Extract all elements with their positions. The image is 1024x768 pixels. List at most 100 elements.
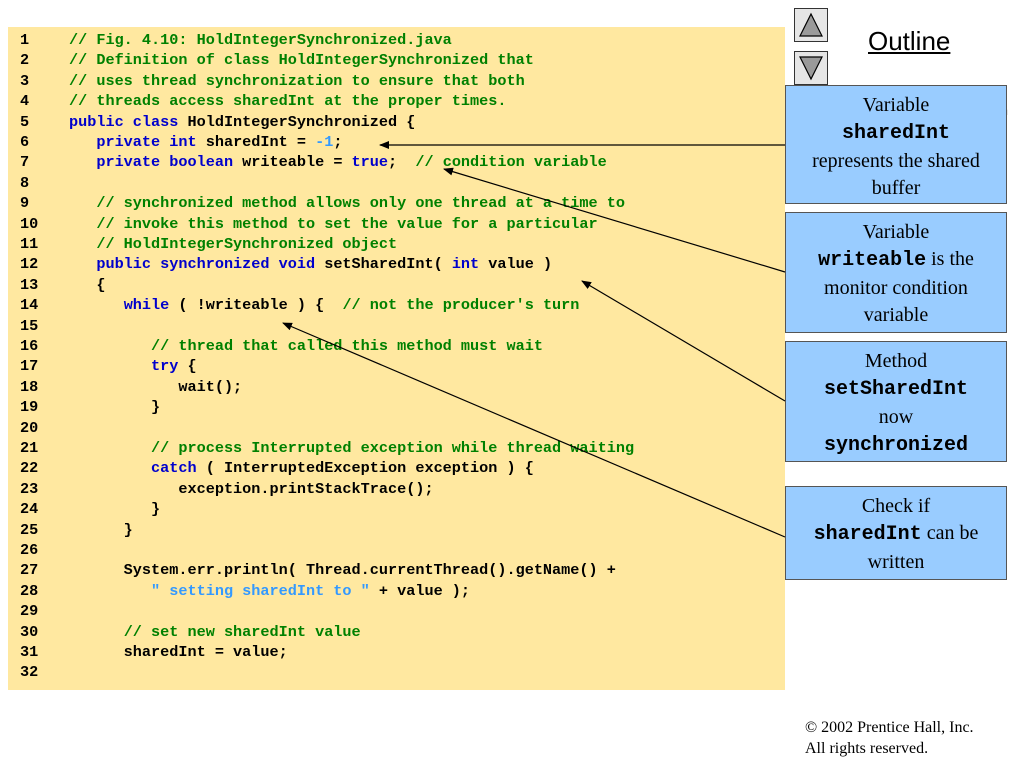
code-token-plain: System.err.println( Thread.currentThread…	[69, 561, 616, 580]
code-token-string: " setting sharedInt to "	[151, 581, 370, 600]
arrow-to-setsharedint	[581, 280, 786, 402]
code-token-plain: ( InterruptedException exception ) {	[196, 459, 534, 478]
code-token-comment: // synchronized method allows only one t…	[96, 194, 625, 213]
code-token-keyword: try	[151, 357, 179, 376]
code-token-plain: {	[178, 357, 197, 376]
code-token-comment: // HoldIntegerSynchronized object	[96, 235, 398, 253]
code-token-plain: sharedInt = value;	[69, 643, 288, 661]
code-text: // Definition of class HoldIntegerSynchr…	[69, 50, 534, 70]
arrow-to-while	[282, 322, 786, 538]
line-number: 10	[20, 214, 39, 233]
code-text: // HoldIntegerSynchronized object	[69, 234, 397, 254]
line-number: 3	[20, 71, 30, 90]
code-token-comment: // Fig. 4.10: HoldIntegerSynchronized.ja…	[69, 31, 452, 49]
code-text: }	[69, 397, 160, 417]
callout-code-term: synchronized	[823, 434, 969, 458]
code-text: exception.printStackTrace();	[69, 479, 433, 499]
callout-sharedint: Variable sharedInt represents the shared bu…	[785, 85, 1007, 204]
code-text: // thread that called this method must w…	[69, 336, 543, 356]
callout-code-term: writeable	[818, 249, 927, 273]
line-number: 17	[20, 357, 39, 376]
code-text: // process Interrupted exception while t…	[69, 438, 634, 458]
code-token-plain: ( !writeable ) {	[169, 296, 343, 315]
code-text: // invoke this method to set the value f…	[69, 214, 597, 234]
code-token-keyword: public class	[69, 112, 179, 131]
code-text: {	[69, 275, 105, 295]
code-token-number: -1	[315, 133, 334, 151]
callout-text: Variable	[862, 94, 930, 116]
callout-text: Method	[864, 350, 928, 372]
line-number: 1	[20, 31, 30, 49]
code-token-comment: // uses thread synchronization to ensure…	[69, 71, 525, 90]
code-token-plain: setSharedInt(	[315, 255, 452, 274]
code-text: public synchronized void setSharedInt( i…	[69, 254, 552, 274]
outline-link[interactable]: Outline	[868, 26, 951, 56]
arrow-to-writeable	[443, 167, 786, 273]
code-token-plain: }	[69, 520, 133, 539]
line-number: 29	[20, 602, 39, 621]
callout-text: buffer	[871, 177, 921, 200]
line-number: 20	[20, 418, 39, 437]
line-number: 18	[20, 377, 39, 396]
line-number: 26	[20, 541, 39, 559]
code-text: // synchronized method allows only one t…	[69, 193, 625, 213]
code-text: wait();	[69, 377, 242, 397]
line-number: 14	[20, 296, 39, 315]
code-text: }	[69, 499, 160, 519]
code-token-plain: ;	[333, 133, 343, 151]
callout-text: represents the shared	[812, 149, 980, 172]
code-token-keyword: public synchronized void	[96, 255, 316, 274]
code-token-plain: }	[69, 398, 161, 417]
code-text: public class HoldIntegerSynchronized {	[69, 112, 415, 132]
code-text: sharedInt = value;	[69, 642, 288, 662]
line-number: 19	[20, 398, 39, 417]
line-number: 30	[20, 622, 39, 641]
line-number: 7	[20, 153, 30, 172]
line-number: 16	[20, 337, 39, 355]
line-number: 9	[20, 194, 30, 213]
line-number: 6	[20, 133, 30, 151]
callout-text: variable	[863, 304, 929, 327]
code-text: try {	[69, 356, 197, 376]
code-token-comment: // thread that called this method must w…	[151, 337, 543, 355]
callout-code-term: setSharedInt	[823, 378, 969, 402]
code-token-comment: // threads access sharedInt at the prope…	[69, 92, 507, 111]
line-number: 22	[20, 459, 39, 478]
line-number: 12	[20, 255, 39, 274]
code-token-plain: ;	[388, 153, 416, 172]
code-token-plain: writeable =	[233, 153, 352, 172]
callout-code-term: sharedInt	[841, 122, 951, 146]
code-text: catch ( InterruptedException exception )…	[69, 458, 534, 478]
line-number: 25	[20, 520, 39, 539]
line-number: 13	[20, 275, 39, 294]
callout-text: Variable	[862, 221, 930, 243]
previous-slide-button[interactable]	[794, 8, 828, 42]
rights-line: All rights reserved.	[805, 740, 929, 757]
line-number: 27	[20, 561, 39, 580]
line-number: 28	[20, 581, 39, 600]
code-token-plain: HoldIntegerSynchronized {	[178, 112, 416, 131]
code-text: " setting sharedInt to " + value );	[69, 581, 470, 601]
line-number: 2	[20, 51, 30, 70]
line-number: 21	[20, 439, 39, 457]
line-number: 5	[20, 112, 30, 131]
code-token-keyword: catch	[151, 459, 197, 478]
code-text: }	[69, 520, 133, 540]
code-token-comment: // condition variable	[415, 153, 607, 172]
callout-code-term: sharedInt	[813, 523, 922, 547]
code-token-plain: value )	[479, 255, 553, 274]
code-token-comment: // set new sharedInt value	[123, 622, 361, 641]
code-text: // uses thread synchronization to ensure…	[69, 71, 525, 91]
line-number: 24	[20, 500, 39, 519]
code-text: // Fig. 4.10: HoldIntegerSynchronized.ja…	[69, 30, 452, 50]
callout-text: monitor condition	[824, 276, 968, 299]
line-number: 11	[20, 235, 39, 253]
code-token-keyword: private int	[96, 133, 197, 151]
next-slide-button[interactable]	[794, 51, 828, 85]
code-text: private int sharedInt = -1;	[69, 132, 342, 152]
line-number: 8	[20, 173, 30, 192]
triangle-up-icon	[799, 12, 823, 37]
code-text: // threads access sharedInt at the prope…	[69, 91, 506, 111]
